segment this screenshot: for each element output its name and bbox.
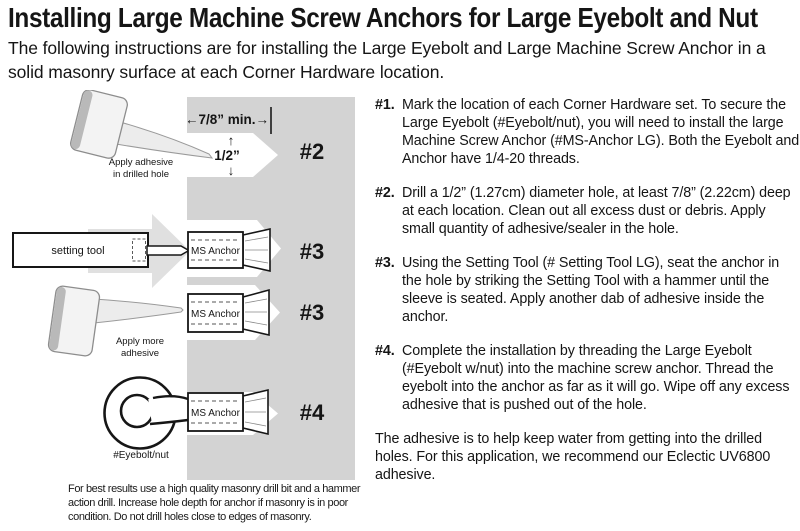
ms-anchor-label: MS Anchor bbox=[191, 246, 241, 257]
arrow-down-icon: ↓ bbox=[228, 163, 235, 178]
step-number: #3. bbox=[375, 255, 395, 271]
drilled-hole-step2 bbox=[187, 133, 278, 177]
ms-anchor-step4: MS Anchor bbox=[187, 388, 269, 436]
installation-diagram: ←7/8” min.→ ↑ 1/2” ↓ #2 Apply adhesive i… bbox=[12, 90, 355, 480]
setting-tool-piston bbox=[132, 238, 146, 262]
step-number: #2. bbox=[375, 185, 395, 201]
setting-tool-rod bbox=[146, 245, 189, 256]
step-text: Using the Setting Tool (# Setting Tool L… bbox=[402, 255, 780, 325]
ms-anchor-label: MS Anchor bbox=[191, 309, 241, 320]
step-text: Complete the installation by threading t… bbox=[402, 343, 790, 413]
step-number: #1. bbox=[375, 97, 395, 113]
adhesive-note: The adhesive is to help keep water from … bbox=[375, 431, 771, 483]
step-text: Drill a 1/2” (1.27cm) diameter hole, at … bbox=[402, 185, 791, 237]
adhesive-applicator-more bbox=[47, 285, 184, 357]
step2-label: #2 bbox=[300, 139, 324, 164]
step-number: #4. bbox=[375, 343, 395, 359]
step3-label-b: #3 bbox=[300, 300, 324, 325]
apply-more-label-line2: adhesive bbox=[121, 348, 159, 359]
instruction-step-3: #3. Using the Setting Tool (# Setting To… bbox=[375, 254, 800, 326]
eyebolt-label: #Eyebolt/nut bbox=[113, 450, 169, 461]
arrow-up-icon: ↑ bbox=[228, 133, 235, 148]
ms-anchor-step3a: MS Anchor bbox=[187, 228, 271, 272]
setting-tool-label: setting tool bbox=[51, 245, 104, 257]
instruction-step-4: #4. Complete the installation by threadi… bbox=[375, 342, 800, 414]
apply-adhesive-label-line1: Apply adhesive bbox=[109, 157, 173, 168]
apply-more-label-line1: Apply more bbox=[116, 336, 164, 347]
applicator-nozzle bbox=[93, 298, 184, 324]
adhesive-applicator-top bbox=[70, 90, 214, 159]
ms-anchor-label: MS Anchor bbox=[191, 408, 241, 419]
drilling-footnote: For best results use a high quality maso… bbox=[68, 483, 361, 523]
ms-anchor-step3b: MS Anchor bbox=[187, 288, 270, 337]
step3-label-a: #3 bbox=[300, 239, 324, 264]
apply-adhesive-label-line2: in drilled hole bbox=[113, 169, 169, 180]
instruction-step-1: #1. Mark the location of each Corner Har… bbox=[375, 96, 800, 168]
dimension-depth-label: 1/2” bbox=[214, 148, 240, 163]
step-text: Mark the location of each Corner Hardwar… bbox=[402, 97, 800, 167]
dimension-width-label: ←7/8” min.→ bbox=[185, 112, 269, 127]
step4-label: #4 bbox=[300, 400, 325, 425]
setting-tool: setting tool bbox=[12, 232, 189, 268]
page-subtitle: The following instructions are for insta… bbox=[8, 38, 766, 82]
page-title: Installing Large Machine Screw Anchors f… bbox=[8, 2, 758, 33]
eyebolt bbox=[103, 376, 192, 450]
instructions-column: #1. Mark the location of each Corner Har… bbox=[375, 96, 800, 498]
instruction-step-2: #2. Drill a 1/2” (1.27cm) diameter hole,… bbox=[375, 184, 800, 238]
